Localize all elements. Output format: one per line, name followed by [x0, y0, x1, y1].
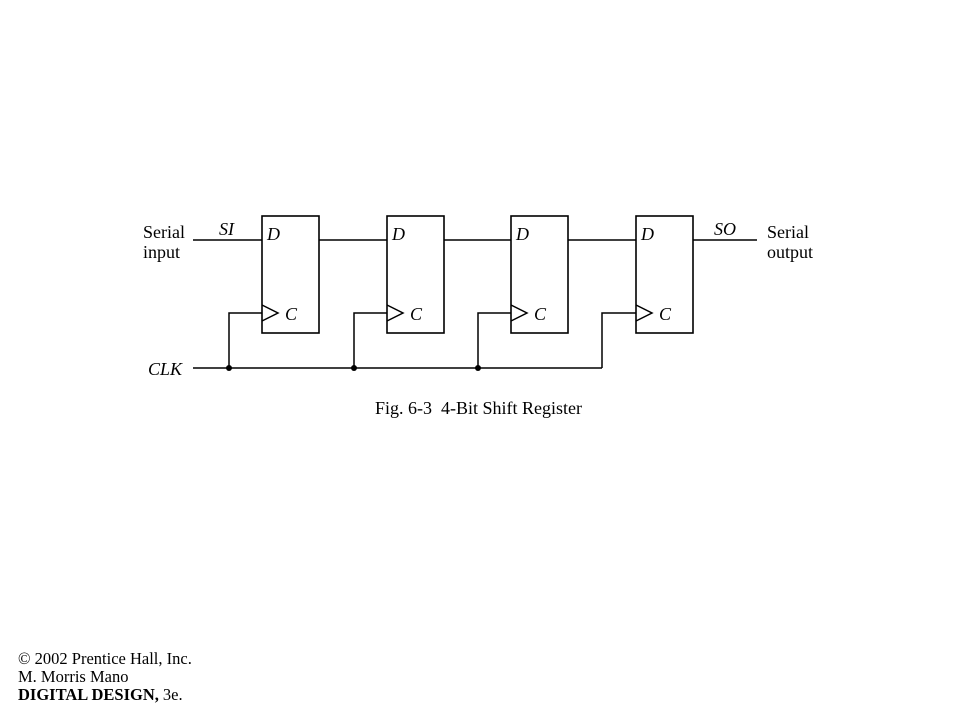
flip-flop-body: [261, 215, 320, 334]
clock-input-triangle: [261, 304, 280, 322]
d-input-label: D: [515, 224, 529, 244]
c-input-label: C: [410, 304, 423, 324]
flip-flop-2: D C: [386, 215, 445, 334]
footer-book: DIGITAL DESIGN,3e.: [18, 685, 183, 704]
serial-output-label-line2: output: [767, 242, 813, 262]
si-signal-label: SI: [219, 219, 235, 239]
footer-copyright: © 2002 Prentice Hall, Inc.: [18, 649, 192, 668]
c-input-label: C: [659, 304, 672, 324]
clock-branch-1: [228, 312, 262, 368]
flip-flop-3: D C: [510, 215, 569, 334]
c-input-label: C: [285, 304, 298, 324]
serial-input-label-line2: input: [143, 242, 180, 262]
serial-output-label-line1: Serial: [767, 222, 809, 242]
clock-input-triangle: [386, 304, 405, 322]
clock-branch-2: [353, 312, 387, 368]
clock-junction-dot: [351, 365, 357, 371]
d-input-label: D: [640, 224, 654, 244]
serial-input-label-line1: Serial: [143, 222, 185, 242]
flip-flop-body: [510, 215, 569, 334]
footer-book-title: DIGITAL DESIGN,: [18, 685, 159, 704]
c-input-label: C: [534, 304, 547, 324]
flip-flop-1: D C: [261, 215, 320, 334]
figure-caption: Fig. 6-3 4-Bit Shift Register: [375, 398, 582, 418]
so-signal-label: SO: [714, 219, 736, 239]
footer-author: M. Morris Mano: [18, 667, 128, 686]
d-input-label: D: [266, 224, 280, 244]
footer-edition: 3e.: [163, 685, 183, 704]
flip-flop-body: [635, 215, 694, 334]
d-input-label: D: [391, 224, 405, 244]
flip-flop-body: [386, 215, 445, 334]
clk-signal-label: CLK: [148, 359, 183, 379]
clock-input-triangle: [510, 304, 529, 322]
clock-input-triangle: [635, 304, 654, 322]
clock-junction-dot: [475, 365, 481, 371]
flip-flop-4: D C: [635, 215, 694, 334]
clock-branch-4: [601, 312, 636, 368]
clock-branch-3: [477, 312, 511, 368]
clock-junction-dot: [226, 365, 232, 371]
